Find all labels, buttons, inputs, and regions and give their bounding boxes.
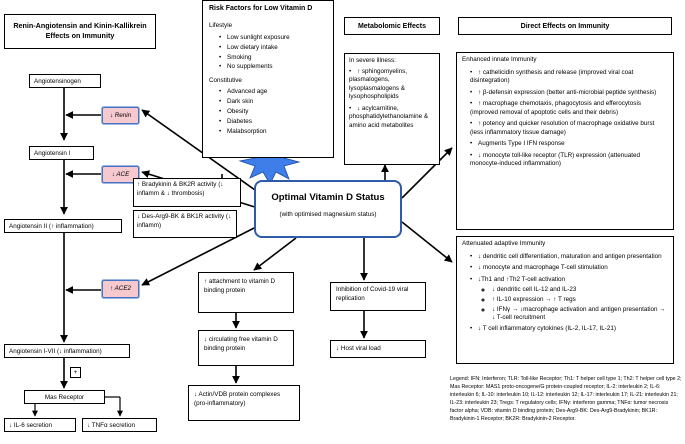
center-title: Optimal Vitamin D Status bbox=[271, 192, 385, 203]
il6-node: ↓ IL-6 secretion bbox=[4, 418, 76, 432]
ace-node: ↓ ACE bbox=[102, 166, 139, 183]
lifestyle-item: Low sunlight exposure bbox=[219, 34, 327, 43]
il6-label: ↓ IL-6 secretion bbox=[9, 422, 53, 429]
metabolomic-item: ↑ sphingomyelins, plasmalogens, lysoplas… bbox=[349, 68, 435, 102]
innate-list: ↑ cathelicidin synthesis and release (im… bbox=[462, 69, 668, 169]
renin-node: ↓ Renin bbox=[102, 107, 139, 124]
constitutive-item: Diabetes bbox=[219, 118, 327, 127]
angiotensin-2-label: Angiotensin II (↑ inflammation) bbox=[9, 223, 94, 230]
attachment-box: ↑ attachment to vitamin D binding protei… bbox=[198, 272, 294, 313]
adaptive-sub-list: ↓ dendritic cell IL-12 and IL-23 ↑ IL-10… bbox=[462, 286, 668, 323]
innate-item: ↑ β-defensin expression (better anti-mic… bbox=[470, 89, 668, 98]
lifestyle-item: Smoking bbox=[219, 54, 327, 63]
constitutive-item: Obesity bbox=[219, 108, 327, 117]
angiotensin-1-7-node: Angiotensin I-VII (↓ inflammation) bbox=[4, 344, 130, 358]
adaptive-immunity-box: Attenuated adaptive Immunity ↓ dendritic… bbox=[456, 236, 674, 364]
angiotensin-2-node: Angiotensin II (↑ inflammation) bbox=[4, 219, 122, 233]
circulating-label: ↓ circulating free vitamin D binding pro… bbox=[204, 336, 278, 352]
angiotensin-1-7-label: Angiotensin I-VII (↓ inflammation) bbox=[9, 348, 102, 355]
mas-receptor-label: Mas Receptor bbox=[44, 394, 85, 401]
des-arg-node: ↓ Des-Arg9-BK & BK1R activity (↓ inflamm… bbox=[133, 210, 237, 238]
arrow-center-to-attachment bbox=[253, 237, 297, 271]
innate-item: Augments Type I IFN response bbox=[470, 140, 668, 149]
angiotensinogen-node: Angiotensinogen bbox=[29, 74, 101, 88]
risk-factors-box: Risk Factors for Low Vitamin D Lifestyle… bbox=[202, 0, 334, 158]
angiotensin-1-node: Angiotensin I bbox=[29, 146, 94, 160]
ace-label: ↓ ACE bbox=[111, 171, 130, 178]
legend-text: Legend: IFN: Interferon; TLR: Toll-like … bbox=[450, 376, 682, 422]
actin-label: ↓ Actin/VDB protein complexes (pro-infla… bbox=[194, 391, 281, 407]
ace2-node: ↑ ACE2 bbox=[102, 280, 139, 298]
innate-item: ↑ macrophage chemotaxis, phagocytosis an… bbox=[470, 100, 668, 117]
direct-title: Direct Effects on Immunity bbox=[520, 23, 610, 30]
innate-item: ↑ cathelicidin synthesis and release (im… bbox=[470, 69, 668, 86]
constitutive-item: Advanced age bbox=[219, 88, 327, 97]
left-section-title-text: Renin-Angiotensin and Kinin-Kallikrein E… bbox=[13, 21, 147, 40]
innate-immunity-box: Enhanced innate Immunity ↑ cathelicidin … bbox=[456, 52, 674, 230]
adaptive-sub-item: ↓ dendritic cell IL-12 and IL-23 bbox=[492, 286, 668, 295]
optimal-vitamin-d-box: Optimal Vitamin D Status (with optimised… bbox=[254, 180, 402, 238]
covid-inhibition-box: Inhibition of Covid-19 viral replication bbox=[330, 282, 426, 311]
plus-sign-label: + bbox=[73, 369, 78, 376]
lifestyle-label: Lifestyle bbox=[209, 22, 233, 30]
bradykinin-node: ↑ Bradykinin & BK2R activity (↓ inflamm … bbox=[133, 178, 241, 207]
innate-item: ↓ monocyte toll-like receptor (TLR) expr… bbox=[470, 152, 668, 169]
legend: Legend: IFN: Interferon; TLR: Toll-like … bbox=[450, 376, 682, 424]
lifestyle-list: Low sunlight exposure Low dietary intake… bbox=[209, 34, 327, 72]
metabolomic-list: ↑ sphingomyelins, plasmalogens, lysoplas… bbox=[349, 68, 435, 131]
metabolomic-intro: In severe illness: bbox=[349, 57, 396, 64]
adaptive-item: ↓ T cell inflammatory cytokines (IL-2, I… bbox=[470, 325, 668, 334]
metabolomic-title: Metabolomic Effects bbox=[357, 23, 427, 30]
actin-box: ↓ Actin/VDB protein complexes (pro-infla… bbox=[188, 385, 300, 421]
arrow-center-to-adaptive bbox=[401, 221, 453, 263]
metabolomic-title-box: Metabolomic Effects bbox=[344, 17, 440, 35]
adaptive-list: ↓ dendritic cell differentiation, matura… bbox=[462, 253, 668, 285]
plus-sign: + bbox=[70, 367, 81, 378]
adaptive-title: Attenuated adaptive Immunity bbox=[462, 240, 546, 247]
adaptive-item: ↓Th1 and ↑Th2 T-cell activation bbox=[470, 276, 668, 285]
adaptive-sub-item: ↓ IFNγ → ↓macrophage activation and anti… bbox=[492, 306, 668, 323]
host-viral-load-box: ↓ Host viral load bbox=[330, 340, 426, 358]
metabolomic-box: In severe illness: ↑ sphingomyelins, pla… bbox=[344, 53, 440, 165]
constitutive-item: Malabsorption bbox=[219, 128, 327, 137]
ace2-label: ↑ ACE2 bbox=[109, 285, 132, 292]
left-section-title: Renin-Angiotensin and Kinin-Kallikrein E… bbox=[4, 14, 156, 49]
center-subtitle: (with optimised magnesium status) bbox=[279, 210, 377, 218]
metabolomic-item: ↓ acylcarnitine, phosphatidylethanolamin… bbox=[349, 105, 435, 131]
lifestyle-item: No supplements bbox=[219, 63, 327, 72]
risk-factors-title: Risk Factors for Low Vitamin D bbox=[209, 5, 313, 12]
angiotensin-1-label: Angiotensin I bbox=[34, 150, 71, 157]
adaptive-sub-item: ↑ IL-10 expression → ↑ T regs bbox=[492, 296, 668, 305]
circulating-box: ↓ circulating free vitamin D binding pro… bbox=[198, 330, 294, 366]
bradykinin-label: ↑ Bradykinin & BK2R activity (↓ inflamm … bbox=[137, 181, 224, 197]
constitutive-item: Dark skin bbox=[219, 98, 327, 107]
des-arg-label: ↓ Des-Arg9-BK & BK1R activity (↓ inflamm… bbox=[137, 213, 232, 229]
attachment-label: ↑ attachment to vitamin D binding protei… bbox=[204, 278, 276, 294]
innate-item: ↑ potency and quicker resolution of macr… bbox=[470, 120, 668, 137]
innate-title: Enhanced innate Immunity bbox=[462, 56, 537, 63]
adaptive-item: ↓ monocyte and macrophage T-cell stimula… bbox=[470, 264, 668, 273]
mas-receptor-node: Mas Receptor bbox=[24, 390, 105, 404]
tnfa-label: ↓ TNFα secretion bbox=[87, 422, 135, 429]
lifestyle-item: Low dietary intake bbox=[219, 44, 327, 53]
constitutive-label: Constitutive bbox=[209, 76, 242, 84]
direct-title-box: Direct Effects on Immunity bbox=[458, 17, 672, 35]
covid-inhibition-label: Inhibition of Covid-19 viral replication bbox=[336, 286, 409, 302]
adaptive-list-last: ↓ T cell inflammatory cytokines (IL-2, I… bbox=[462, 325, 668, 334]
angiotensinogen-label: Angiotensinogen bbox=[34, 78, 81, 85]
constitutive-list: Advanced age Dark skin Obesity Diabetes … bbox=[209, 88, 327, 136]
tnfa-node: ↓ TNFα secretion bbox=[82, 418, 157, 432]
renin-label: ↓ Renin bbox=[109, 112, 132, 119]
host-viral-load-label: ↓ Host viral load bbox=[336, 345, 381, 352]
adaptive-item: ↓ dendritic cell differentiation, matura… bbox=[470, 253, 668, 262]
